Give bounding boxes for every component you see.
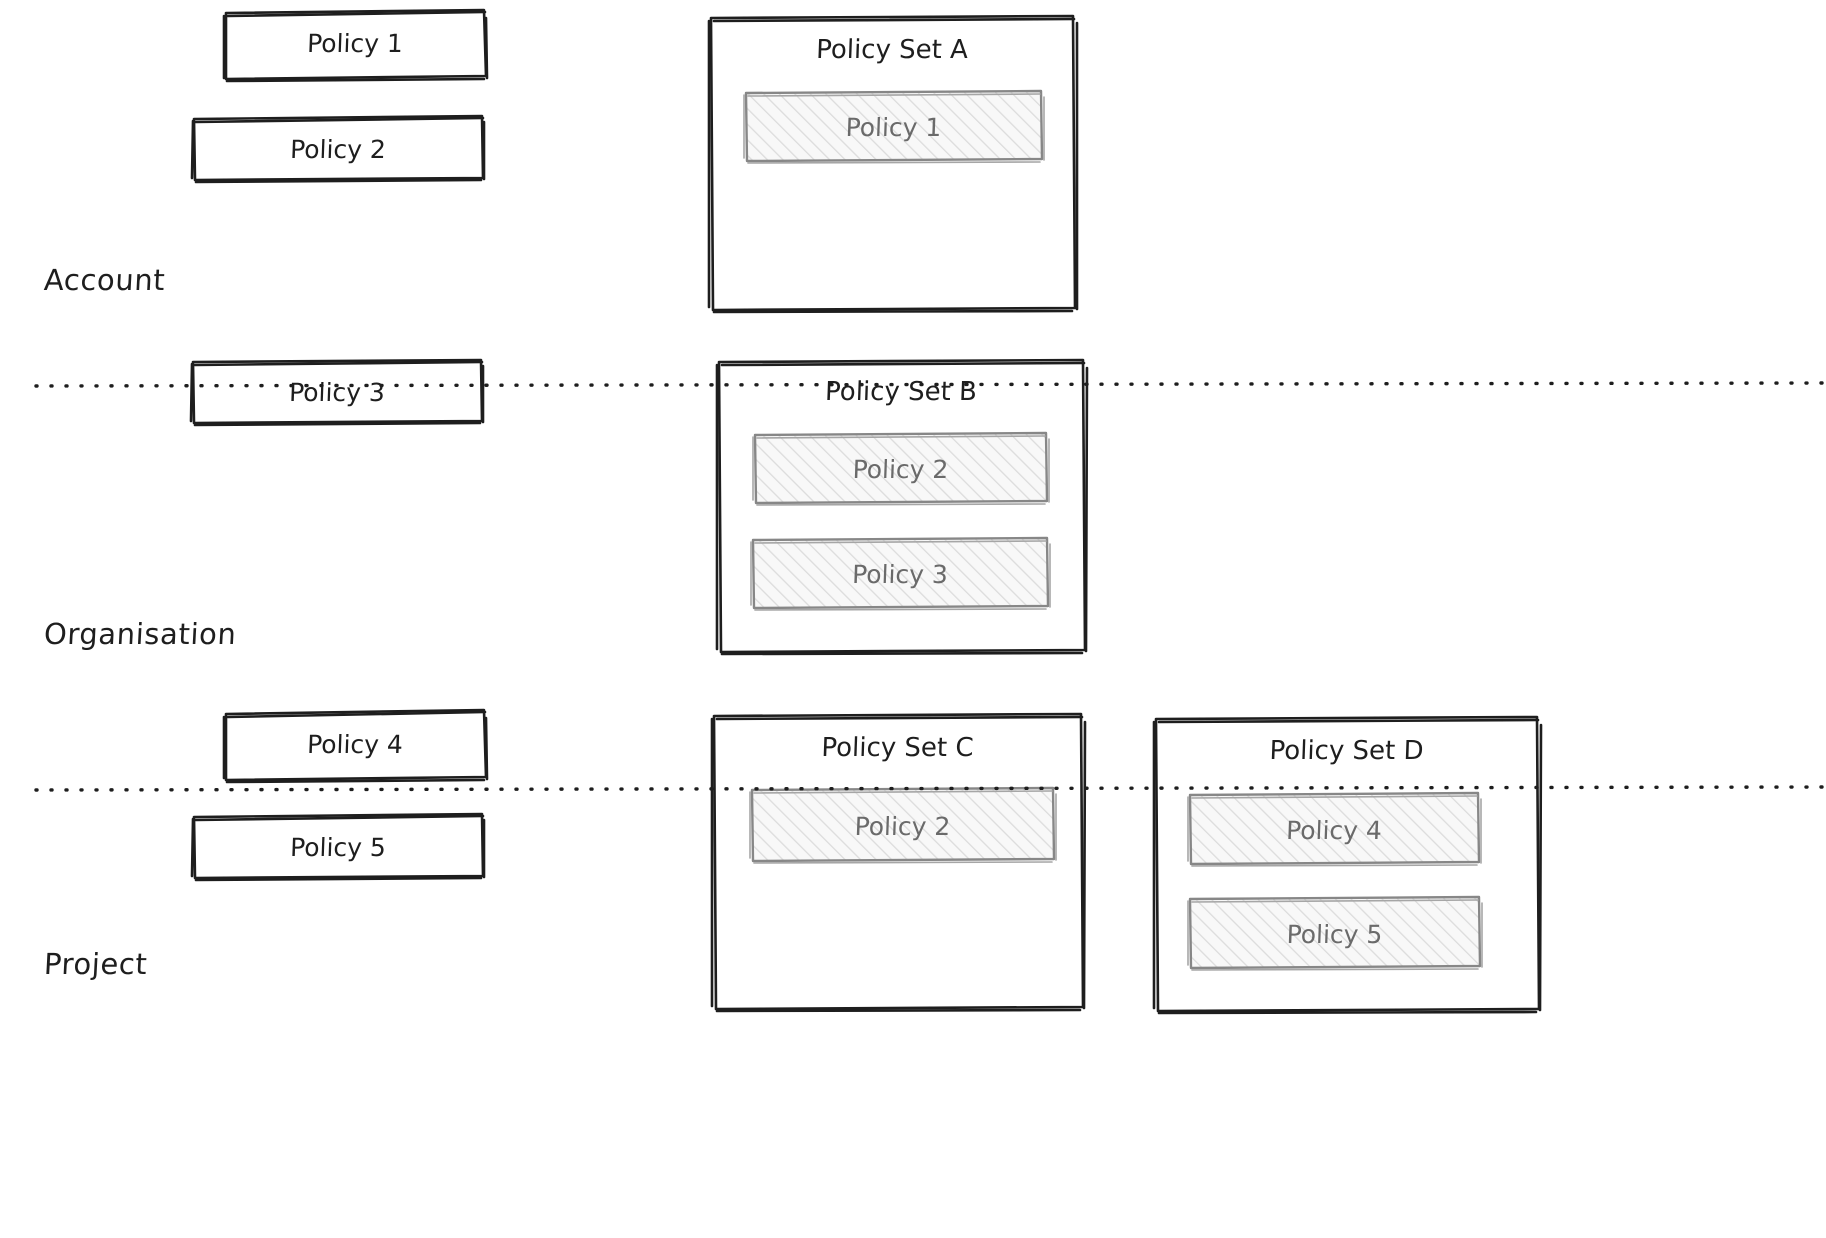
policy-2-shape[interactable]	[190, 114, 486, 184]
policy-3-shape[interactable]	[189, 358, 485, 427]
divider-account-organisation	[34, 381, 1826, 388]
set-c-policy-2-label: Policy 2	[854, 812, 951, 841]
policy-4-shape[interactable]	[222, 708, 489, 784]
set-b-policy-2-label: Policy 2	[852, 455, 949, 484]
policy-set-d-shape[interactable]	[1152, 715, 1543, 1015]
tier-label-organisation: Organisation	[43, 617, 238, 651]
set-a-policy-1-label: Policy 1	[845, 113, 942, 142]
policy-1-shape[interactable]	[222, 8, 489, 83]
set-d-policy-4-shape[interactable]	[1187, 791, 1482, 867]
set-d-policy-5-shape[interactable]	[1187, 895, 1483, 971]
policy-set-d-title: Policy Set D	[1268, 736, 1425, 766]
policy-1-label: Policy 1	[306, 29, 404, 58]
policy-set-a-shape[interactable]	[707, 14, 1079, 314]
policy-set-a-title: Policy Set A	[815, 35, 969, 65]
tier-label-account: Account	[43, 263, 167, 297]
set-b-policy-3-shape[interactable]	[750, 536, 1051, 611]
set-b-policy-3-label: Policy 3	[851, 560, 949, 589]
set-a-policy-1-shape[interactable]	[743, 89, 1045, 164]
set-d-policy-5-label: Policy 5	[1286, 920, 1383, 949]
policy-set-b-title: Policy Set B	[824, 377, 978, 407]
policy-set-b-shape[interactable]	[715, 358, 1089, 656]
policy-4-label: Policy 4	[306, 730, 404, 759]
set-b-policy-2-shape[interactable]	[752, 431, 1050, 506]
policy-3-label: Policy 3	[288, 378, 386, 407]
policy-2-label: Policy 2	[289, 135, 387, 164]
policy-5-shape[interactable]	[190, 812, 486, 882]
divider-organisation-project	[34, 785, 1826, 792]
policy-set-c-title: Policy Set C	[820, 733, 975, 763]
tier-label-project: Project	[43, 947, 149, 981]
policy-5-label: Policy 5	[289, 833, 387, 862]
policy-set-c-shape[interactable]	[710, 712, 1087, 1013]
set-d-policy-4-label: Policy 4	[1285, 816, 1383, 845]
